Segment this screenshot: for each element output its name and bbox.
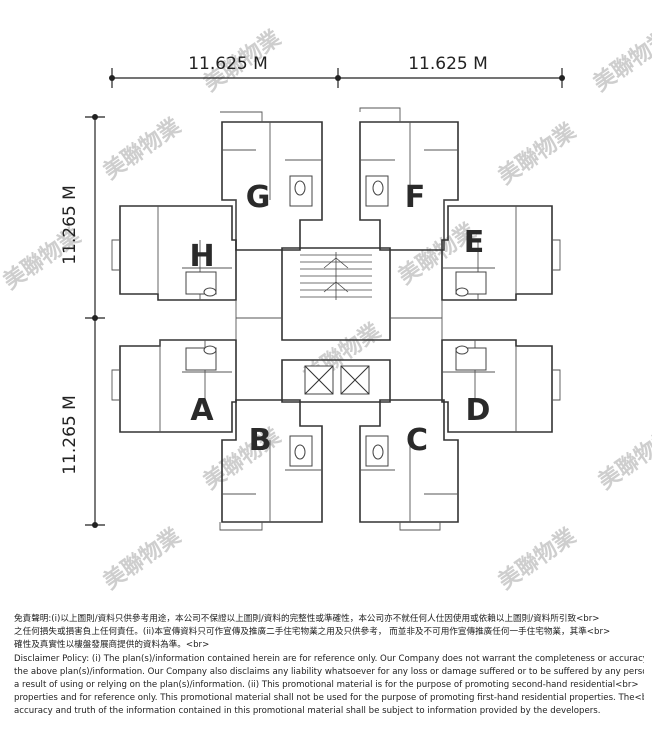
unit-label-b: B	[249, 423, 272, 458]
watermark: 美聯物業	[494, 523, 582, 595]
lift-shafts	[304, 365, 370, 395]
disclaimer: 免責聲明:(i)以上圖則/資料只供參考用途，本公司不保證以上圖則/資料的完整性或…	[14, 613, 644, 719]
disclaimer-line: 確性及真實性以樓盤發展商提供的資料為準。<br>	[14, 640, 210, 651]
disclaimer-line: the above plan(s)/information. Our Compa…	[14, 666, 644, 677]
disclaimer-line: Disclaimer Policy: (i) The plan(s)/infor…	[14, 653, 644, 664]
unit-label-g: G	[246, 180, 271, 215]
disclaimer-line: 之任何損失或損害負上任何責任。(ii)本宣傳資料只可作宣傳及推廣二手住宅物業之用…	[14, 627, 611, 638]
disclaimer-line: accuracy and truth of the information co…	[14, 706, 601, 717]
staircase	[300, 252, 372, 300]
watermark: 美聯物業	[99, 523, 187, 595]
dimension-markers	[92, 75, 565, 528]
unit-labels: G F H E A D B C	[189, 180, 490, 458]
dimension-left-top: 11.265 M	[60, 185, 80, 265]
unit-label-f: F	[405, 180, 426, 215]
fixtures	[185, 175, 487, 467]
unit-label-h: H	[189, 239, 214, 274]
unit-label-e: E	[464, 225, 485, 260]
disclaimer-line: a result of using or relying on the plan…	[14, 680, 639, 691]
floor-plan: 美聯物業 美聯物業 美聯物業 美聯物業 美聯物業 美聯物業 美聯物業 美聯物業 …	[0, 25, 652, 595]
watermark: 美聯物業	[594, 423, 652, 495]
unit-label-d: D	[466, 393, 491, 428]
watermark: 美聯物業	[589, 25, 652, 97]
dimension-left-bottom: 11.265 M	[60, 395, 80, 475]
disclaimer-line: properties and for reference only. This …	[14, 693, 644, 704]
disclaimer-line: 免責聲明:(i)以上圖則/資料只供參考用途，本公司不保證以上圖則/資料的完整性或…	[14, 614, 600, 624]
dimension-top-right: 11.625 M	[408, 54, 488, 74]
watermark-group: 美聯物業 美聯物業 美聯物業 美聯物業 美聯物業 美聯物業 美聯物業 美聯物業 …	[0, 25, 652, 595]
dimension-top-left: 11.625 M	[188, 54, 268, 74]
watermark: 美聯物業	[99, 113, 187, 185]
watermark: 美聯物業	[199, 423, 287, 495]
watermark: 美聯物業	[494, 118, 582, 190]
unit-label-a: A	[190, 393, 214, 428]
unit-label-c: C	[406, 423, 428, 458]
building-walls	[111, 107, 561, 531]
